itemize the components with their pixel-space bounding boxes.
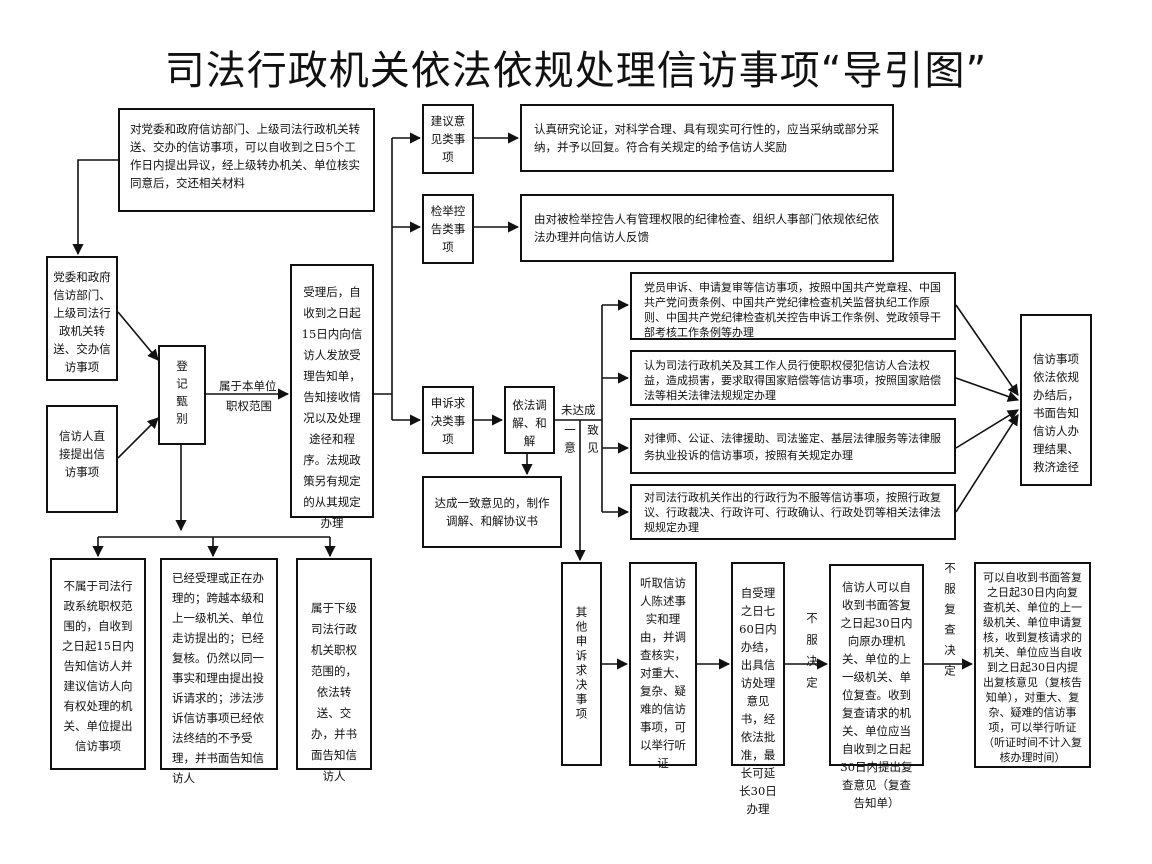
dissatisfied-recheck-label: 不服复查决定 bbox=[943, 562, 957, 685]
agreement-label-b: 致见 bbox=[586, 424, 600, 459]
administrative-action-box: 对司法行政机关作出的行政行为不服等信访事项，按照行政复议、行政裁决、行政许可、行… bbox=[630, 484, 956, 540]
agreement-label-a: 一意 bbox=[563, 424, 577, 459]
appeal-category-box: 申诉求决类事项 bbox=[422, 386, 474, 454]
transfer-objection-note: 对党委和政府信访部门、上级司法行政机关转送、交办的信访事项，可以自收到之日5个工… bbox=[118, 108, 375, 212]
not-jurisdiction-box: 不属于司法行政系统职权范围的，自收到之日起15日内告知信访人并建议信访人向有权处… bbox=[50, 558, 146, 770]
lower-level-transfer-box: 属于下级司法行政机关职权范围的，依法转送、交办，并书面告知信访人 bbox=[296, 558, 372, 783]
recheck-request-box: 可以自收到书面答复之日起30日内向复查机关、单位的上一级机关、单位申请复核，收到… bbox=[974, 562, 1091, 768]
mediation-agreement-box: 达成一致意见的，制作调解、和解协议书 bbox=[422, 476, 562, 548]
own-scope-label-2: 职权范围 bbox=[226, 399, 272, 413]
report-category-box: 检举控告类事项 bbox=[422, 194, 474, 264]
suggestion-handling-box: 认真研究论证，对科学合理、具有现实可行性的，应当采纳或部分采纳，并予以回复。符合… bbox=[520, 104, 894, 172]
register-screening-box: 登记甄别 bbox=[158, 345, 206, 445]
sixty-day-processing-box: 自受理之日七60日内办结，出具信访处理意见书，经依法批准，最长可延长30日办理 bbox=[731, 562, 785, 816]
source-petitioner-box: 信访人直接提出信访事项 bbox=[46, 405, 118, 513]
state-compensation-box: 认为司法行政机关及其工作人员行使职权侵犯信访人合法权益，造成损害，要求取得国家赔… bbox=[630, 350, 956, 406]
legal-service-complaint-box: 对律师、公证、法律援助、司法鉴定、基层法律服务等法律服务执业投诉的信访事项，按照… bbox=[630, 418, 956, 474]
party-member-appeal-box: 党员申诉、申请复审等信访事项，按照中国共产党章程、中国共产党问责条例、中国共产党… bbox=[630, 272, 956, 340]
not-agreed-label: 未达成 bbox=[561, 403, 596, 417]
not-accepted-box: 已经受理或正在办理的；跨越本级和上一级机关、单位走访提出的；已经复核。仍然以同一… bbox=[160, 558, 278, 785]
conclusion-notice-box: 信访事项依法依规办结后，书面告知信访人办理结果、救济途径 bbox=[1020, 314, 1092, 486]
report-handling-box: 由对被检举控告人有管理权限的纪律检查、组织人事部门依规依纪依法办理并向信访人反馈 bbox=[520, 194, 894, 262]
suggestion-category-box: 建议意见类事项 bbox=[422, 104, 474, 174]
review-request-box: 信访人可以自收到书面答复之日起30日内向原办理机关、单位的上一级机关、单位复查。… bbox=[829, 564, 924, 810]
hearing-investigation-box: 听取信访人陈述事实和理由，并调查核实，对重大、复杂、疑难的信访事项，可以举行听证 bbox=[629, 562, 697, 770]
source-party-agency-box: 党委和政府信访部门、上级司法行政机关转送、交办信访事项 bbox=[46, 256, 118, 381]
dissatisfied-review-label: 不服决定 bbox=[805, 612, 819, 698]
page-title: 司法行政机关依法依规处理信访事项“导引图” bbox=[164, 48, 988, 94]
other-appeal-box: 其他申诉求决事项 bbox=[561, 562, 602, 766]
accept-notice-box: 受理后，自收到之日起15日内向信访人发放受理告知单，告知接收情况以及处理途径和程… bbox=[290, 264, 374, 530]
mediation-box: 依法调解、和解 bbox=[504, 386, 555, 454]
own-scope-label-1: 属于本单位 bbox=[219, 379, 277, 393]
